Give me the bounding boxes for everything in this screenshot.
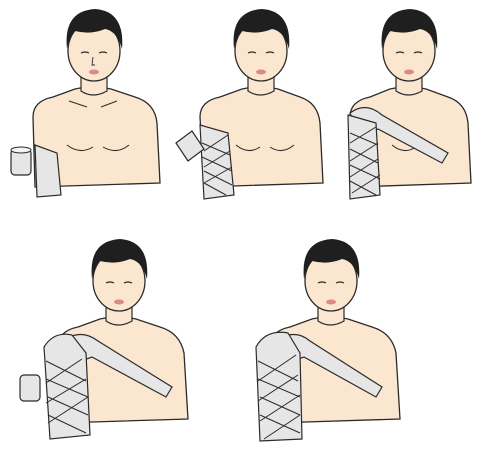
lips [89,70,99,75]
arm-spica-bandage [20,334,90,439]
lips [326,300,336,305]
forearm-bandage [176,125,234,199]
step-3-figure [330,5,480,205]
lips [256,70,266,75]
head [67,9,123,81]
bandage-roll [176,131,204,161]
lips [404,70,414,75]
step-2-panel [170,5,330,205]
head [382,9,438,81]
lips [114,300,124,305]
head [234,9,290,81]
bandage-roll [20,375,40,401]
step-2-figure [170,5,330,205]
step-5-figure [250,235,450,445]
step-1-figure [5,5,175,205]
arm-bandage [348,115,380,199]
step-4-panel [20,235,220,445]
step-4-figure [20,235,220,445]
step-5-panel [250,235,450,445]
left-arm-bandage [11,145,61,197]
head [92,239,148,311]
arm-spica-bandage [256,332,302,441]
head [304,239,360,311]
step-1-panel [5,5,175,205]
step-3-panel [330,5,480,205]
